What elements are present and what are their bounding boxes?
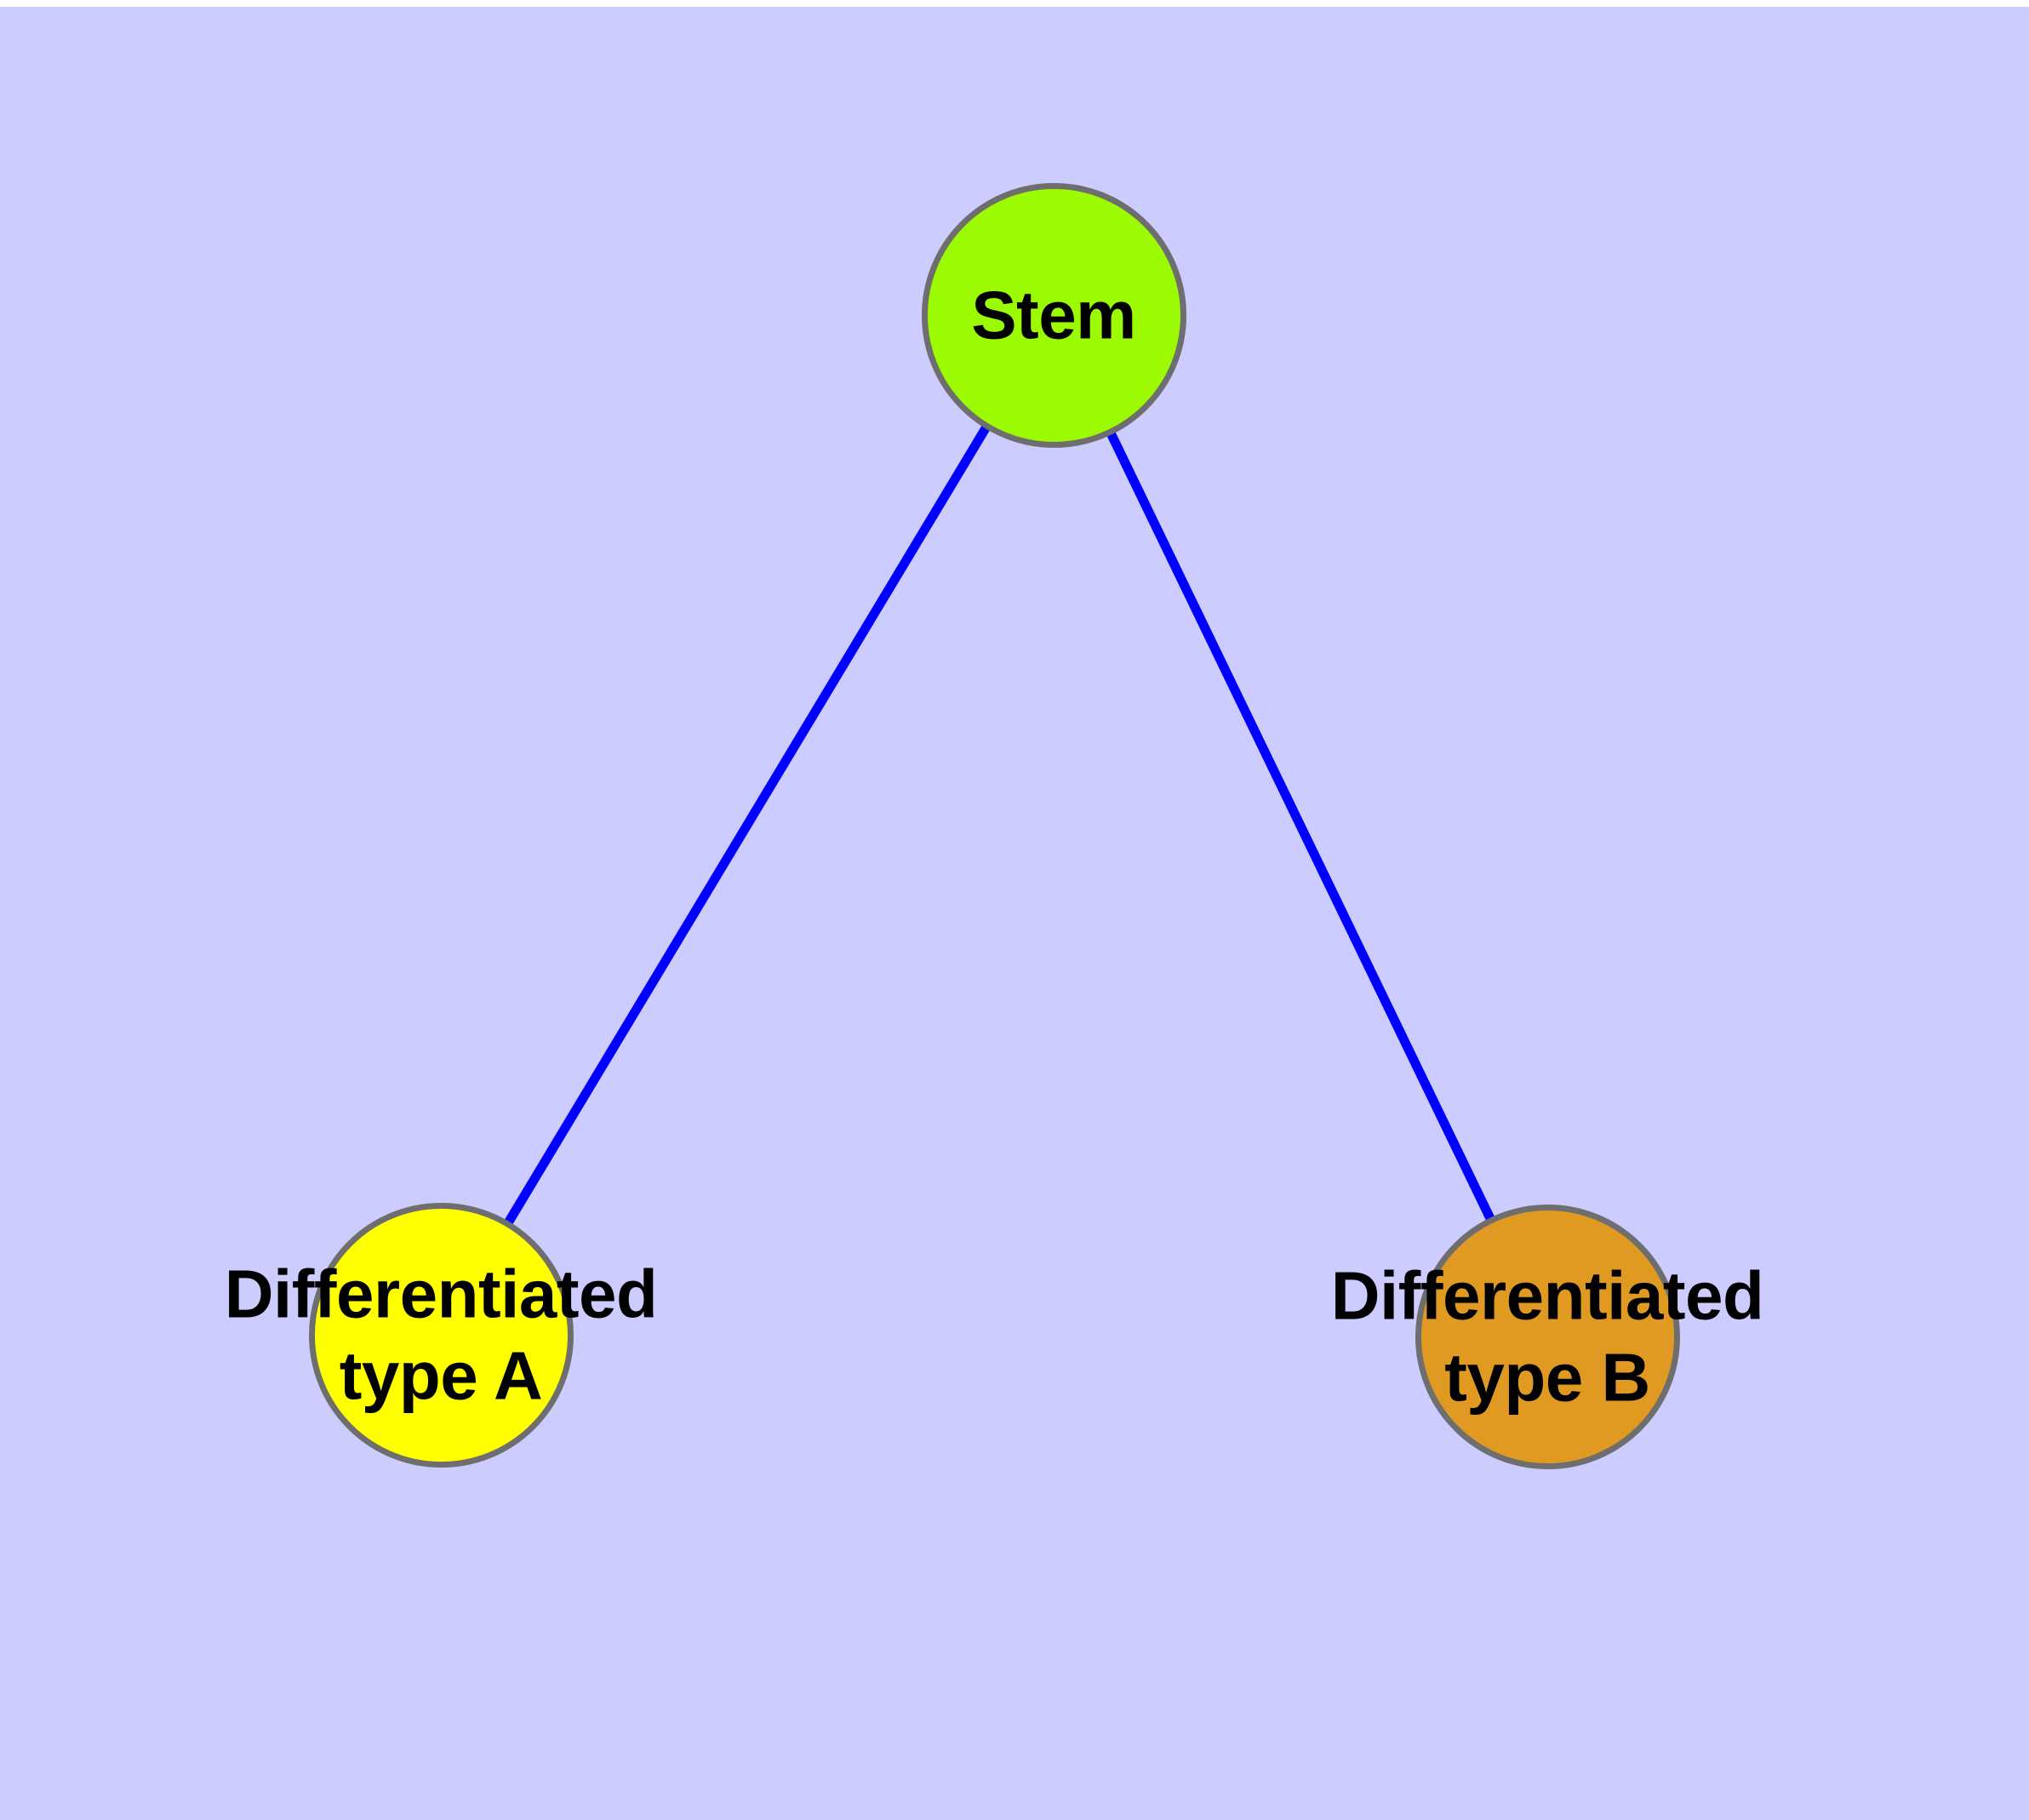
- node-circle-stem[interactable]: [921, 182, 1186, 448]
- edge-stem-to-diff-type-b: [1049, 312, 1552, 1339]
- edge-stem-to-diff-type-a: [437, 312, 1058, 1337]
- node-stem[interactable]: Stem: [921, 182, 1186, 448]
- node-circle-diff-type-a[interactable]: [308, 1202, 574, 1468]
- node-diff-type-b[interactable]: Differentiated type B: [1331, 1204, 1764, 1469]
- node-diff-type-a[interactable]: Differentiated type A: [225, 1202, 658, 1468]
- node-circle-diff-type-b[interactable]: [1415, 1204, 1680, 1469]
